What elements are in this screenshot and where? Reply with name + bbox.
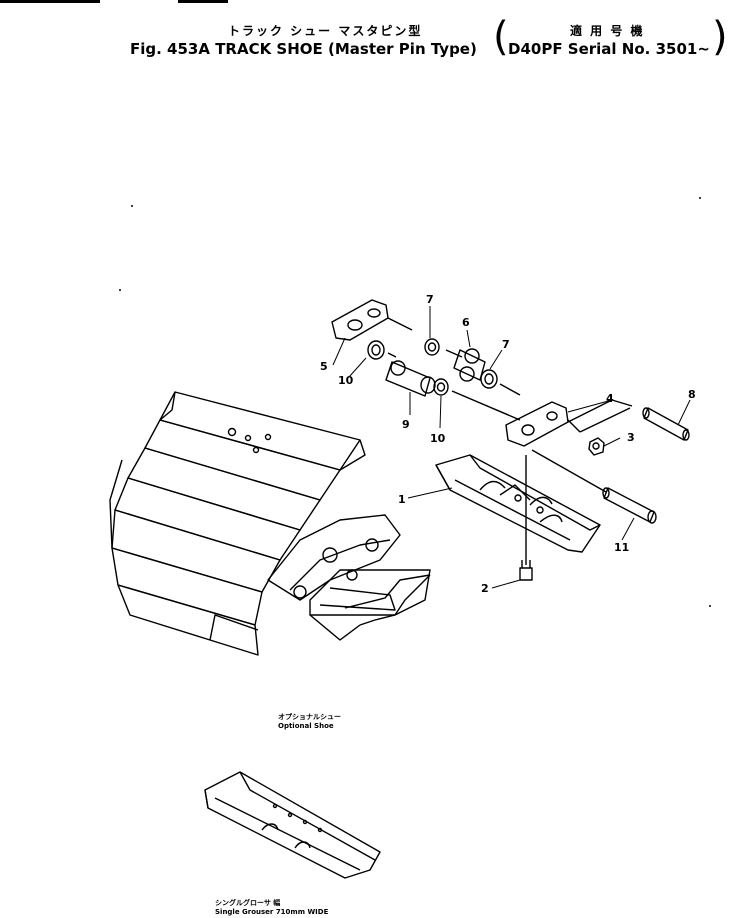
part-master-link-upper: [331, 299, 413, 341]
part-master-link-lower: [505, 399, 633, 447]
callout-7b: 7: [502, 338, 510, 351]
callout-4: 4: [606, 392, 614, 405]
part-nut: [588, 437, 605, 456]
callout-2: 2: [481, 582, 489, 595]
part-bushing: [453, 348, 486, 382]
callout-9: 9: [402, 418, 410, 431]
part-pin: [531, 449, 657, 524]
callout-11: 11: [614, 541, 629, 554]
callout-1: 1: [398, 493, 406, 506]
callout-labels: 1 2 3 4 5 6 7 7 8 9 10 10 11: [320, 293, 696, 595]
callout-7a: 7: [426, 293, 434, 306]
paren-right: ): [712, 14, 728, 60]
top-rule-right: [178, 0, 228, 3]
part-seals: [367, 338, 521, 421]
track-assembly: [109, 391, 431, 656]
applicable-japanese: 適 用 号 機: [570, 24, 645, 38]
callout-3: 3: [627, 431, 635, 444]
single-grouser-caption-jp: シングルグローサ 幅: [215, 899, 281, 907]
top-rule-left: [0, 0, 100, 3]
leader-lines: [332, 306, 691, 589]
title-japanese: トラック シュー マスタピン型: [228, 24, 423, 38]
title-english: Fig. 453A TRACK SHOE (Master Pin Type): [130, 40, 477, 58]
part-track-shoe: [435, 454, 601, 553]
callout-8: 8: [688, 388, 696, 401]
part-master-bushing: [385, 360, 436, 397]
callout-5: 5: [320, 360, 328, 373]
part-master-pin: [642, 407, 690, 441]
applicable-models: D40PF Serial No. 3501~: [508, 40, 710, 58]
paren-left: (: [493, 14, 509, 60]
callout-6: 6: [462, 316, 470, 329]
callout-10b: 10: [430, 432, 446, 445]
scan-specks: [119, 197, 711, 607]
optional-single-grouser-shoe: [204, 771, 381, 879]
single-grouser-caption-en: Single Grouser 710mm WIDE: [215, 908, 329, 916]
callout-10a: 10: [338, 374, 354, 387]
part-bolt: [519, 455, 533, 581]
optional-shoe-caption-en: Optional Shoe: [278, 722, 334, 730]
optional-shoe-caption-jp: オプショナルシュー: [278, 713, 341, 721]
